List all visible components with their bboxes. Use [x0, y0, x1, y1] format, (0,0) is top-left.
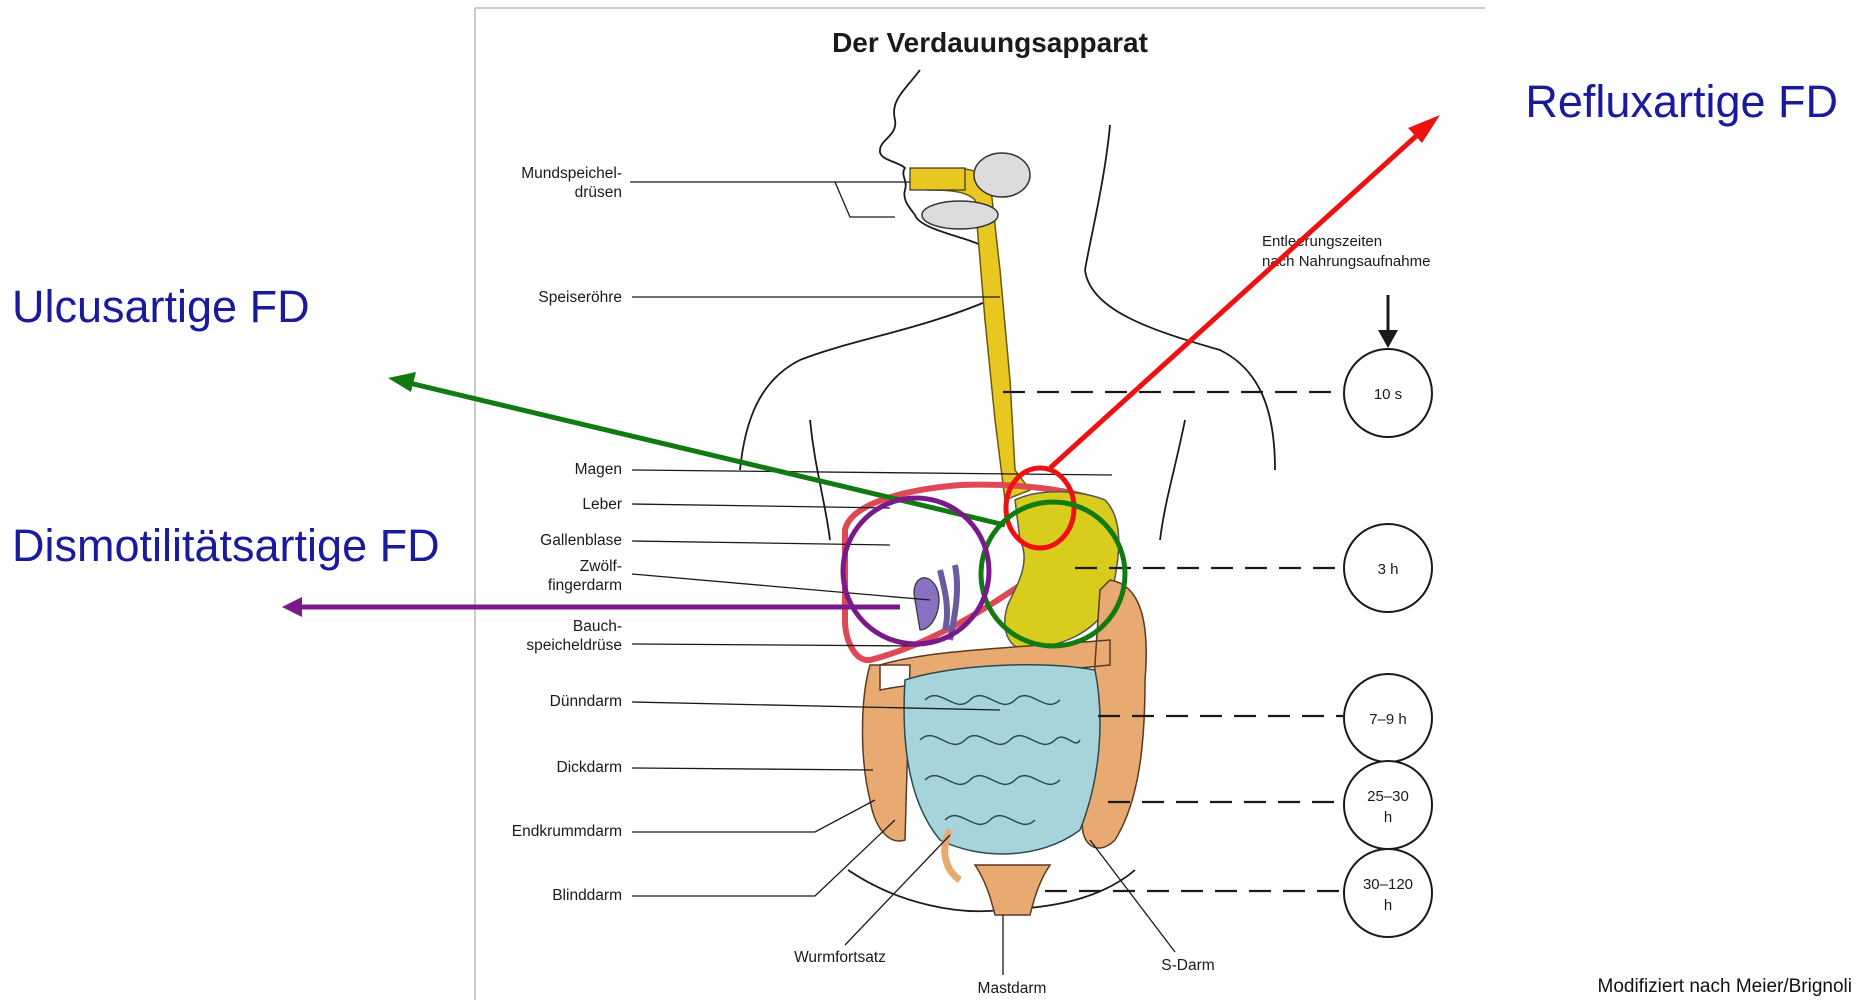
svg-text:Dickdarm: Dickdarm [557, 759, 622, 776]
diagram-title: Der Verdauungsapparat [832, 27, 1148, 58]
dysmotility-label: Dismotilitätsartige FD [12, 520, 440, 571]
svg-text:Leber: Leber [582, 496, 622, 513]
svg-text:Bauch-: Bauch- [573, 618, 622, 635]
svg-text:10 s: 10 s [1374, 386, 1402, 403]
ulcus-label: Ulcusartige FD [12, 281, 310, 332]
svg-text:Mastdarm: Mastdarm [978, 980, 1047, 997]
svg-text:speicheldrüse: speicheldrüse [526, 637, 622, 654]
svg-text:Blinddarm: Blinddarm [552, 887, 622, 904]
svg-text:Mundspeichel-: Mundspeichel- [521, 165, 622, 182]
small-intestine [904, 665, 1100, 854]
reflux-annotation [1006, 115, 1440, 548]
svg-text:3 h: 3 h [1378, 561, 1399, 578]
svg-text:7–9 h: 7–9 h [1369, 711, 1407, 728]
svg-text:S-Darm: S-Darm [1161, 957, 1214, 974]
svg-text:25–30: 25–30 [1367, 788, 1409, 805]
organ-labels-bottom: Wurmfortsatz Mastdarm S-Darm [794, 835, 1215, 997]
transit-time-7-9h: 7–9 h [1098, 674, 1432, 762]
svg-text:h: h [1384, 897, 1392, 914]
svg-text:Magen: Magen [575, 461, 622, 478]
gallbladder [914, 565, 957, 640]
svg-text:Entleerungszeiten: Entleerungszeiten [1262, 233, 1382, 250]
svg-text:Wurmfortsatz: Wurmfortsatz [794, 949, 886, 966]
reflux-label: Refluxartige FD [1525, 76, 1838, 127]
transit-time-25-30h: 25–30 h [1108, 761, 1432, 849]
svg-text:Dünndarm: Dünndarm [550, 693, 622, 710]
svg-text:Zwölf-: Zwölf- [580, 558, 622, 575]
svg-text:drüsen: drüsen [575, 184, 622, 201]
svg-text:h: h [1384, 809, 1392, 826]
transit-time-30-120h: 30–120 h [1045, 849, 1432, 937]
svg-text:30–120: 30–120 [1363, 876, 1413, 893]
svg-text:Speiseröhre: Speiseröhre [538, 289, 622, 306]
transit-time-10s: 10 s [1003, 349, 1432, 437]
svg-text:Gallenblase: Gallenblase [540, 532, 622, 549]
source-credit: Modifiziert nach Meier/Brignoli [1598, 976, 1853, 998]
svg-text:Endkrummdarm: Endkrummdarm [512, 823, 622, 840]
svg-text:fingerdarm: fingerdarm [548, 577, 622, 594]
